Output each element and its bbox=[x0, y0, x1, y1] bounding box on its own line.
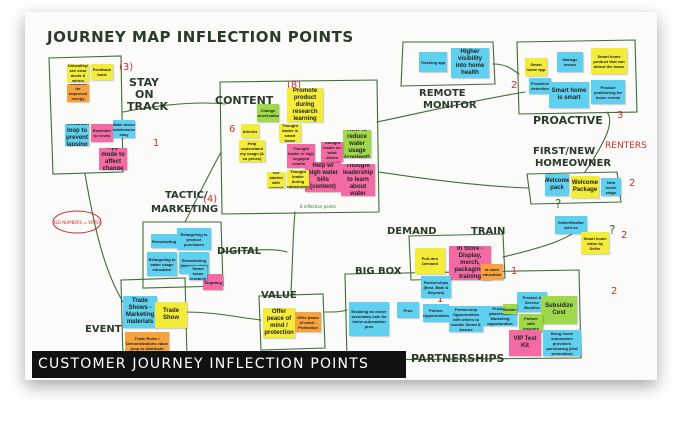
sticky-note: Smart home product that can detect the h… bbox=[591, 48, 627, 74]
sticky-note: Welcome Package bbox=[571, 176, 599, 198]
sticky-note: Smart home is smart bbox=[549, 82, 589, 108]
sticky-note: Partner Opportunities bbox=[423, 304, 449, 322]
page-title: JOURNEY MAP INFLECTION POINTS bbox=[46, 28, 354, 46]
content-footer: 8 inflection points bbox=[300, 204, 336, 209]
sticky-note: In store education bbox=[481, 264, 503, 280]
vote-3: 3 bbox=[617, 110, 623, 121]
sticky-note: Articles bbox=[241, 124, 259, 138]
sticky-note: Retargeting to water usage education bbox=[147, 252, 177, 276]
diagram-lines: RED NUMBERS = VOTES JOURNEY MAP INFLECTI… bbox=[46, 28, 647, 365]
vote-2b: 2 bbox=[629, 178, 635, 189]
sticky-note: Get started with content bbox=[267, 172, 285, 188]
sticky-note: Offer peace of mind / protection bbox=[263, 308, 295, 338]
vote-1c: 1 bbox=[511, 266, 517, 277]
sticky-note: Remarketing bbox=[151, 234, 177, 248]
sticky-note: Smart home research bbox=[189, 266, 207, 280]
sticky-note: Promote product during research learning bbox=[287, 88, 323, 122]
vote-2d: 2 bbox=[611, 286, 617, 297]
sticky-note: Partnership Opportunities with others to… bbox=[449, 306, 483, 332]
vote-6: 6 bbox=[229, 124, 235, 135]
sticky-note: App mode to affect change bbox=[99, 148, 127, 170]
whiteboard: RED NUMBERS = VOTES JOURNEY MAP INFLECTI… bbox=[25, 12, 657, 380]
vote-2c: 2 bbox=[621, 230, 627, 241]
sticky-note: Help understand my usage (& so prices) bbox=[239, 140, 265, 162]
proactive-label: PROACTIVE bbox=[533, 114, 603, 127]
sticky-note: Seller/Realtor Add on bbox=[555, 216, 587, 234]
sticky-note: Retargeting to product purchases bbox=[177, 228, 211, 250]
question-2: ? bbox=[609, 223, 615, 237]
vote-1d: 1 bbox=[437, 294, 443, 305]
sticky-note: Unhealthy/ see clear ducts & wiring bbox=[67, 64, 89, 82]
sticky-note: Trade Shows - Marketing materials bbox=[123, 296, 157, 328]
sticky-note: Bring home automation providers purchasi… bbox=[543, 330, 581, 356]
red-bubble-text: RED NUMBERS = VOTES bbox=[53, 220, 102, 225]
tactic-label-1: TACTIC/ bbox=[165, 190, 208, 201]
sticky-note: Rewards for improved energy usage bbox=[67, 84, 89, 102]
sticky-note: Builder bbox=[503, 304, 517, 314]
sticky-note: Thought leader in smart home bbox=[279, 124, 301, 142]
content-count: (8) bbox=[287, 80, 301, 91]
sticky-note: Smart home app bbox=[525, 58, 547, 76]
sticky-note: Reminder to renew bbox=[91, 124, 113, 142]
firstnew-label-1: FIRST/NEW bbox=[533, 146, 595, 157]
caption-bar: CUSTOMER JOURNEY INFLECTION POINTS bbox=[32, 351, 406, 378]
sticky-note: Pros bbox=[397, 302, 419, 318]
stay-label-1: STAY bbox=[129, 76, 160, 89]
sticky-note: VIP Test Kit bbox=[509, 330, 541, 356]
sticky-note: Feedback tools bbox=[91, 64, 113, 80]
sticky-note: Tracking app bbox=[419, 52, 447, 72]
question-1: ? bbox=[555, 197, 561, 211]
sticky-note: Manage issues bbox=[557, 52, 583, 72]
sticky-note: Product & Service Bundles bbox=[517, 292, 547, 312]
sticky-note: Partner with insurers bbox=[519, 314, 543, 332]
sticky-note: Change conversation bbox=[257, 104, 279, 122]
stay-label-3: TRACK bbox=[127, 100, 169, 113]
sticky-note: Enabling an easier secondary sale for ho… bbox=[349, 302, 389, 336]
digital-label: DIGITAL bbox=[217, 246, 262, 257]
partnerships-label: PARTNERSHIPS bbox=[411, 352, 505, 365]
sticky-note: Product positioning for home events bbox=[591, 80, 625, 104]
sticky-note: Targeting bbox=[203, 274, 223, 290]
stay-label-2: ON bbox=[135, 88, 154, 101]
renters-label: RENTERS bbox=[605, 141, 647, 151]
firstnew-label-2: HOMEOWNER bbox=[535, 158, 611, 169]
sticky-note: Subsidize Cost bbox=[541, 296, 577, 324]
train-label: TRAIN bbox=[471, 226, 505, 237]
sticky-note: Welcome pack bbox=[545, 174, 569, 196]
remote-label-1: REMOTE bbox=[419, 88, 466, 99]
sticky-note: Partnerships (Best, Bath & Beyond) bbox=[421, 276, 451, 298]
sticky-note: Higher visibility into home health bbox=[451, 48, 489, 78]
sticky-note: Thought leader on what drives water bill… bbox=[321, 142, 343, 162]
event-label: EVENT bbox=[85, 324, 122, 335]
sticky-note: Help w/ high water bills (content) bbox=[305, 162, 341, 192]
sticky-note: Thought leader during catastrophe bbox=[287, 170, 309, 188]
content-label: CONTENT bbox=[215, 94, 274, 107]
remote-label-2: MONITOR bbox=[423, 100, 477, 111]
sticky-note: Offer peace of mind - Protection bbox=[295, 312, 321, 332]
tactic-count: (4) bbox=[203, 194, 217, 205]
vote-1: 1 bbox=[153, 138, 159, 149]
sticky-note: How to reduce water usage (content) bbox=[343, 130, 371, 158]
sticky-note: Trade Show bbox=[155, 302, 187, 328]
sticky-note: Thought leadership to learn about water bbox=[341, 164, 375, 196]
tactic-label-2: MARKETING bbox=[151, 204, 218, 215]
stay-count: (3) bbox=[119, 62, 133, 73]
sticky-note: Smart home value by Seller bbox=[581, 232, 609, 254]
sticky-note: Proactive detection bbox=[529, 78, 551, 94]
sticky-note: Pull-thru Demand bbox=[415, 248, 445, 274]
sticky-note: Feedback loop to prevent lapsing bbox=[65, 124, 89, 146]
vote-2: 2 bbox=[511, 80, 517, 91]
sticky-note: New home stage bbox=[601, 178, 621, 196]
value-label: VALUE bbox=[261, 290, 297, 301]
sticky-note: Make device maintenance easy bbox=[113, 120, 135, 138]
bigbox-label: BIG BOX bbox=[355, 266, 402, 277]
demand-label: DEMAND bbox=[387, 226, 437, 237]
